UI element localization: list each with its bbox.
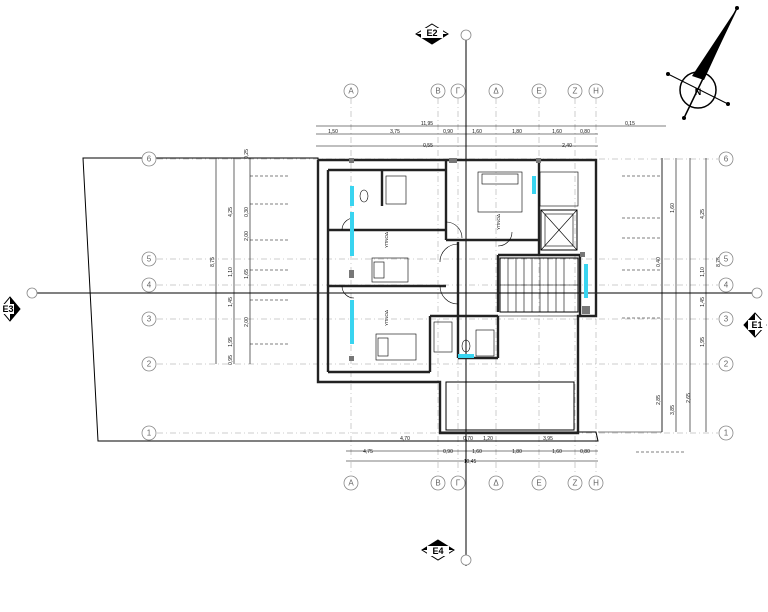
grid-left-2: 2 [147,360,152,369]
compass-north-arrow: N [666,6,739,120]
grid-right-1: 1 [724,429,729,438]
grid-left-1: 1 [147,429,152,438]
dim-right-2: 4,25 [700,209,706,219]
elevation-label-e4: E4 [432,546,443,556]
dim-top-6: 1,60 [552,129,562,135]
dim-top-5: 1,80 [512,129,522,135]
elevation-label-e2: E2 [426,28,437,38]
dim-top-3: 0,90 [443,129,453,135]
dim-right-6: 8,75 [716,257,722,267]
dim-right-5: 1,95 [700,337,706,347]
dim-bottom-9: 1,60 [552,449,562,455]
dim-bottom-1: 4,70 [400,436,410,442]
furniture [341,171,579,361]
dim-top-2: 3,75 [390,129,400,135]
dim-bottom-total: 10,45 [464,459,477,465]
grid-right-2: 2 [724,360,729,369]
dim-right-9: 2,65 [686,393,692,403]
room-label-bedroom-2: ΥΠΝΟΔ [384,310,389,326]
grid-top-a: A [348,87,354,96]
dim-bottom-8: 1,80 [512,449,522,455]
dim-left-4: 1,95 [228,337,234,347]
dim-bottom-7: 1,60 [472,449,482,455]
dim-left-6: 8,75 [210,257,216,267]
room-label-bedroom-3: ΥΠΝΟΔ [496,214,501,230]
dim-top-total: 11,95 [421,121,433,127]
elevation-label-e3: E3 [2,304,13,314]
grid-top-b: B [435,87,440,96]
grid-bottom-a: A [348,479,354,488]
grid-bottom-b: B [435,479,440,488]
grid-top-d: Δ [493,87,499,96]
dim-bottom-10: 0,80 [580,449,590,455]
dim-right-3: 1,10 [700,267,706,277]
section-markers [26,29,763,566]
balcony-outline [445,381,575,431]
grid-bottom-e: E [536,479,541,488]
elevation-marker-e1: E1 [743,312,767,338]
dim-left-8: 2,00 [244,231,250,241]
dim-top-7: 0,80 [580,129,590,135]
elevation-marker-e2: E2 [415,23,449,45]
grid-right-3: 3 [724,315,729,324]
dim-bottom-4: 3,95 [543,436,553,442]
columns [349,158,590,361]
elevation-marker-e3: E3 [0,296,21,322]
grid-bubbles-bottom: A B Γ Δ E Z H [343,475,604,491]
building-walls [316,158,598,435]
dim-bottom-5: 4,75 [363,449,373,455]
grid-right-6: 6 [724,155,729,164]
grid-bubbles-top: A B Γ Δ E Z H [343,83,604,99]
grid-left-4: 4 [147,281,152,290]
grid-left-3: 3 [147,315,152,324]
grid-top-z: Z [573,87,578,96]
dim-left-5: 0,95 [228,355,234,365]
grid-bottom-h: H [593,479,599,488]
grid-bottom-z: Z [573,479,578,488]
grid-right-5: 5 [724,255,729,264]
grid-top-h: H [593,87,599,96]
grid-bottom-d: Δ [493,479,499,488]
windows [350,176,588,358]
dim-right-7: 2,85 [656,395,662,405]
dimension-texts: 1,50 3,75 0,90 1,60 1,80 1,60 0,80 11,95… [210,121,722,465]
grid-left-5: 5 [147,255,152,264]
compass-label: N [695,87,702,97]
dim-left-2: 1,10 [228,267,234,277]
dim-right-10: 0,40 [656,257,662,267]
dim-top-9: 2,40 [562,143,572,149]
dimension-lines [215,125,707,462]
grid-bubbles-left: 6 5 4 3 2 1 [141,151,157,441]
elevation-marker-e4: E4 [421,539,455,561]
grid-top-c: Γ [456,87,461,96]
grid-bottom-c: Γ [456,479,461,488]
room-label-bedroom-1: ΥΠΝΟΔ [384,232,389,248]
dim-left-10: 2,00 [244,317,250,327]
dim-right-4: 1,45 [700,297,706,307]
grid-right-4: 4 [724,281,729,290]
staircase [499,257,579,313]
dim-top-8: 0,55 [423,143,433,149]
elevator-shaft [540,209,578,251]
dim-right-1: 1,60 [670,203,676,213]
dim-left-11: 0,30 [244,207,250,217]
dim-bottom-2: 0,70 [463,436,473,442]
dim-bottom-6: 0,90 [443,449,453,455]
dim-top-4: 1,60 [472,129,482,135]
grid-top-e: E [536,87,541,96]
elevation-label-e1: E1 [751,320,762,330]
plot-boundary [82,157,599,442]
dim-left-3: 1,45 [228,297,234,307]
grid-bubbles-right: 6 5 4 3 2 1 [718,151,734,441]
dim-right-8: 3,85 [670,405,676,415]
dim-left-7: 0,25 [244,149,250,159]
grid-lines [157,98,718,474]
dim-left-9: 1,65 [244,269,250,279]
grid-left-6: 6 [147,155,152,164]
dim-left-1: 4,25 [228,207,234,217]
dim-bottom-3: 1,20 [483,436,493,442]
dim-top-10: 0,15 [625,121,635,127]
dim-top-1: 1,50 [328,129,338,135]
